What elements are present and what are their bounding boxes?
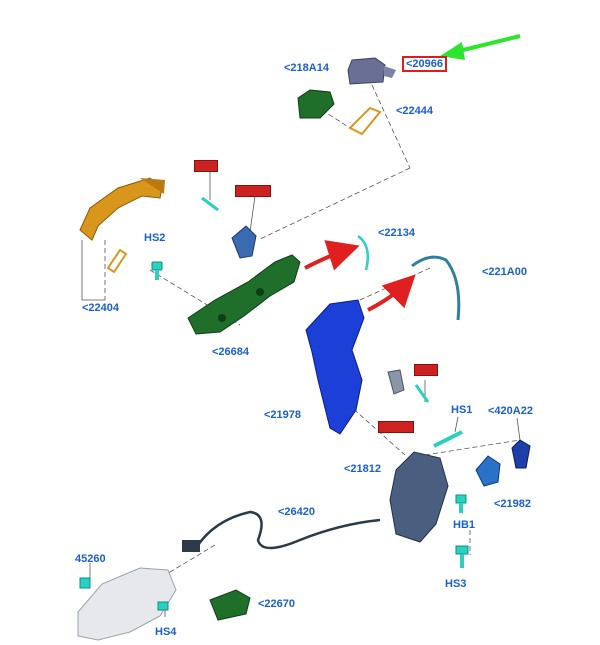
highlight-tag — [235, 185, 271, 197]
label-hs3: HS3 — [445, 578, 467, 590]
cable-221a00-icon — [411, 255, 461, 321]
highlight-tag — [378, 421, 414, 433]
label-21978: <21978 — [264, 409, 302, 421]
cap-20966-icon — [347, 57, 396, 85]
highlight-tag — [194, 160, 218, 172]
label-26420: <26420 — [278, 506, 316, 518]
handle-icon — [79, 177, 165, 241]
label-22444: <22444 — [396, 105, 434, 117]
clip-45260-icon — [79, 577, 91, 589]
screw-hs4-icon — [157, 601, 169, 611]
label-221a00: <221A00 — [482, 266, 527, 278]
latch-cover-icon — [305, 299, 365, 435]
pointer-arrow — [440, 34, 521, 60]
label-22670: <22670 — [258, 598, 296, 610]
plate-icon — [387, 369, 405, 395]
carrier-bracket-icon — [187, 254, 301, 335]
cap-218a14-icon — [297, 89, 335, 119]
screw-small-icon — [414, 384, 430, 403]
clip-hb1-icon — [455, 494, 467, 513]
label-22134: <22134 — [378, 227, 416, 239]
highlight-tag — [414, 364, 438, 376]
module-22670-icon — [209, 589, 251, 621]
label-hs1: HS1 — [451, 404, 473, 416]
label-218a14: <218A14 — [284, 62, 329, 74]
latch-icon — [389, 451, 449, 543]
gasket-22404-icon — [106, 248, 128, 274]
screw-hs2-icon — [151, 261, 163, 280]
label-45260: 45260 — [75, 553, 106, 565]
label-20966: <20966 — [402, 56, 448, 72]
label-420a22: <420A22 — [488, 405, 533, 417]
pin-icon — [201, 196, 219, 212]
cable-26420-icon — [182, 510, 381, 552]
gasket-22444-icon — [348, 106, 382, 136]
label-22404: <22404 — [82, 302, 120, 314]
label-26684: <26684 — [212, 346, 250, 358]
bracket-small-icon — [231, 225, 257, 259]
rod-22134-icon — [357, 234, 369, 271]
motion-arrows — [304, 240, 416, 312]
label-hs4: HS4 — [155, 626, 177, 638]
label-21812: <21812 — [344, 463, 382, 475]
label-21982: <21982 — [494, 498, 532, 510]
label-hs2: HS2 — [144, 232, 166, 244]
label-hb1: HB1 — [453, 519, 476, 531]
screw-hs3-icon — [455, 545, 469, 568]
striker-21982-icon — [475, 455, 501, 487]
striker-420a22-icon — [511, 439, 531, 469]
screw-hs1-icon — [433, 430, 463, 448]
leader-lines — [104, 84, 521, 591]
